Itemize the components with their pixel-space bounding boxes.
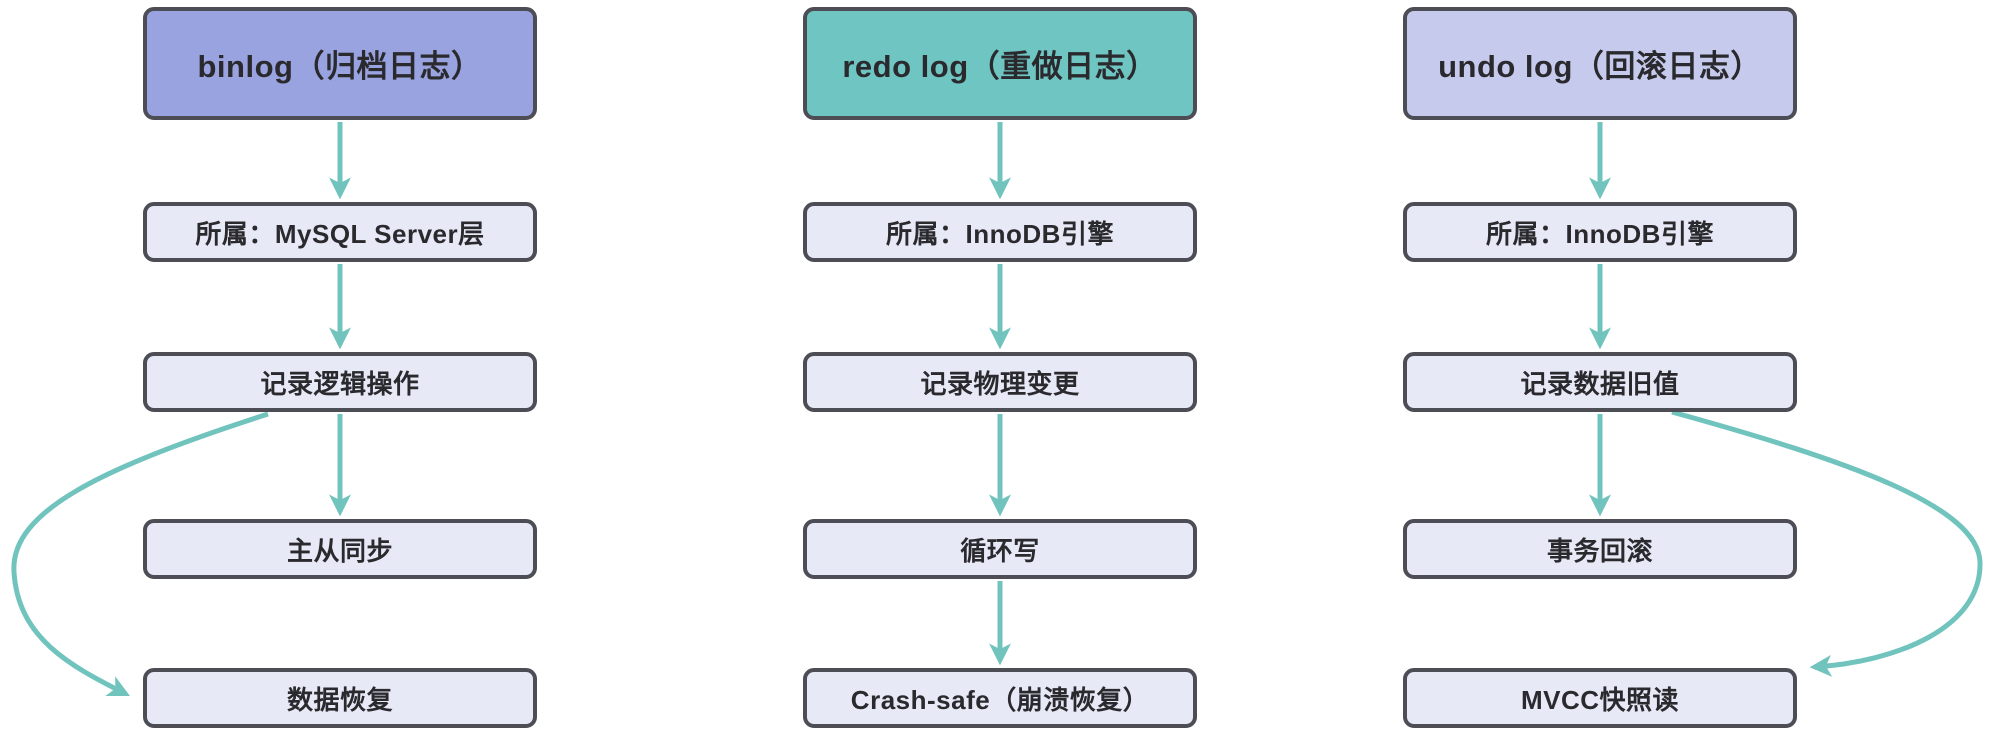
node-undolog-rollback: 事务回滚	[1403, 519, 1797, 579]
node-redolog-header: redo log（重做日志）	[803, 7, 1197, 120]
node-redolog-owner: 所属：InnoDB引擎	[803, 202, 1197, 262]
node-undolog-mvcc-label: MVCC快照读	[1520, 684, 1680, 715]
node-redolog-physical: 记录物理变更	[803, 352, 1197, 412]
node-binlog-replication: 主从同步	[143, 519, 537, 579]
node-binlog-header: binlog（归档日志）	[143, 7, 537, 120]
node-redolog-crashsafe-label: Crash-safe（崩溃恢复）	[850, 684, 1150, 715]
node-binlog-recovery-label: 数据恢复	[286, 684, 393, 715]
node-undolog-oldvalue: 记录数据旧值	[1403, 352, 1797, 412]
node-binlog-header-label: binlog（归档日志）	[197, 49, 483, 84]
node-binlog-replication-label: 主从同步	[286, 535, 393, 566]
node-binlog-owner-label: 所属：MySQL Server层	[195, 218, 485, 249]
node-undolog-owner: 所属：InnoDB引擎	[1403, 202, 1797, 262]
node-undolog-header: undo log（回滚日志）	[1403, 7, 1797, 120]
node-binlog-owner: 所属：MySQL Server层	[143, 202, 537, 262]
node-redolog-crashsafe: Crash-safe（崩溃恢复）	[803, 668, 1197, 728]
node-binlog-recovery: 数据恢复	[143, 668, 537, 728]
node-undolog-oldvalue-label: 记录数据旧值	[1520, 368, 1680, 399]
node-redolog-circular-write-label: 循环写	[960, 535, 1040, 566]
node-undolog-mvcc: MVCC快照读	[1403, 668, 1797, 728]
node-binlog-logical-label: 记录逻辑操作	[260, 368, 420, 399]
node-undolog-header-label: undo log（回滚日志）	[1438, 49, 1762, 84]
node-undolog-owner-label: 所属：InnoDB引擎	[1486, 218, 1714, 249]
node-redolog-physical-label: 记录物理变更	[920, 368, 1080, 399]
node-undolog-rollback-label: 事务回滚	[1546, 535, 1653, 566]
node-redolog-circular-write: 循环写	[803, 519, 1197, 579]
node-redolog-owner-label: 所属：InnoDB引擎	[886, 218, 1114, 249]
node-binlog-logical: 记录逻辑操作	[143, 352, 537, 412]
node-redolog-header-label: redo log（重做日志）	[842, 49, 1158, 84]
